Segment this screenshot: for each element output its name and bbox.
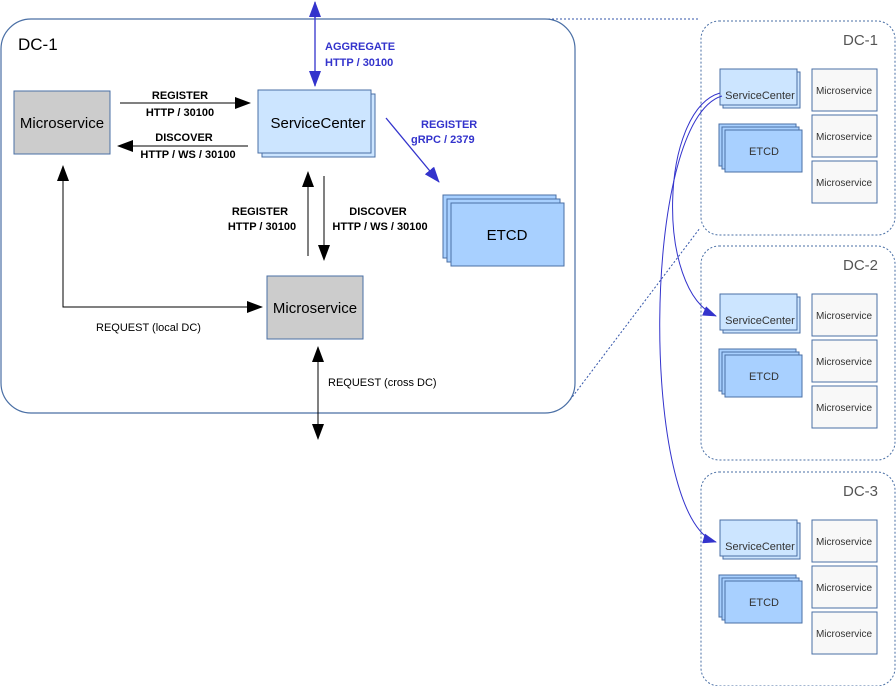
side-microservice: Microservice xyxy=(811,565,878,609)
discover-b-label: DISCOVER xyxy=(349,206,407,218)
register-etcd-label: REGISTER xyxy=(421,119,477,131)
microservice-left: Microservice xyxy=(13,90,111,155)
side-dc-panel: DC-3ServiceCenterETCDMicroserviceMicrose… xyxy=(700,471,896,686)
side-service-center: ServiceCenter xyxy=(719,68,801,109)
service-center: ServiceCenter xyxy=(257,89,376,158)
side-etcd-label: ETCD xyxy=(749,371,779,383)
microservice-bottom: Microservice xyxy=(266,275,364,340)
side-microservice: Microservice xyxy=(811,68,878,112)
register-a-label: REGISTER xyxy=(152,90,208,102)
side-service-center-label: ServiceCenter xyxy=(725,315,795,327)
side-microservice-label: Microservice xyxy=(816,132,873,143)
side-service-center: ServiceCenter xyxy=(719,519,801,560)
side-etcd: ETCD xyxy=(718,574,803,624)
aggregate-label: AGGREGATE xyxy=(325,41,395,53)
dc1-container: DC-1 xyxy=(0,18,576,414)
side-microservice: Microservice xyxy=(811,385,878,429)
discover-a-label: DISCOVER xyxy=(155,132,213,144)
cross-dc-arrow-3 xyxy=(659,95,723,544)
side-dc-panel: DC-2ServiceCenterETCDMicroserviceMicrose… xyxy=(700,245,896,461)
side-microservice: Microservice xyxy=(811,160,878,204)
register-b-label: REGISTER xyxy=(232,206,288,218)
side-service-center-label: ServiceCenter xyxy=(725,90,795,102)
side-etcd: ETCD xyxy=(718,123,803,173)
zoom-connector-bottom xyxy=(569,227,701,401)
side-microservice-label: Microservice xyxy=(816,537,873,548)
side-etcd: ETCD xyxy=(718,348,803,398)
aggregate-proto: HTTP / 30100 xyxy=(325,57,393,69)
side-microservice: Microservice xyxy=(811,339,878,383)
side-dc-panels: DC-1ServiceCenterETCDMicroserviceMicrose… xyxy=(700,20,896,686)
side-service-center: ServiceCenter xyxy=(719,293,801,334)
service-center-label: ServiceCenter xyxy=(270,115,365,132)
discover-b-proto: HTTP / WS / 30100 xyxy=(332,221,427,233)
etcd: ETCD xyxy=(442,194,565,267)
register-a-proto: HTTP / 30100 xyxy=(146,107,214,119)
side-dc-panel: DC-1ServiceCenterETCDMicroserviceMicrose… xyxy=(700,20,896,236)
side-microservice: Microservice xyxy=(811,611,878,655)
register-b-proto: HTTP / 30100 xyxy=(228,221,296,233)
side-microservice-label: Microservice xyxy=(816,86,873,97)
side-microservice: Microservice xyxy=(811,519,878,563)
side-microservice: Microservice xyxy=(811,293,878,337)
side-microservice-label: Microservice xyxy=(816,311,873,322)
request-local-label: REQUEST (local DC) xyxy=(96,322,201,334)
side-microservice-label: Microservice xyxy=(816,178,873,189)
register-etcd-proto: gRPC / 2379 xyxy=(411,134,475,146)
request-cross-label: REQUEST (cross DC) xyxy=(328,377,437,389)
etcd-label: ETCD xyxy=(487,227,528,244)
side-microservice-label: Microservice xyxy=(816,629,873,640)
side-etcd-label: ETCD xyxy=(749,597,779,609)
register-etcd-arrow xyxy=(385,117,440,183)
side-microservice: Microservice xyxy=(811,114,878,158)
microservice-left-label: Microservice xyxy=(20,115,104,132)
side-microservice-label: Microservice xyxy=(816,583,873,594)
side-dc-title: DC-2 xyxy=(843,257,878,274)
side-service-center-label: ServiceCenter xyxy=(725,541,795,553)
request-local-path xyxy=(57,165,260,308)
dc1-title: DC-1 xyxy=(18,35,58,54)
discover-a-proto: HTTP / WS / 30100 xyxy=(140,149,235,161)
side-dc-title: DC-3 xyxy=(843,483,878,500)
side-microservice-label: Microservice xyxy=(816,357,873,368)
side-microservice-label: Microservice xyxy=(816,403,873,414)
cross-dc-arrow-2 xyxy=(672,92,721,317)
side-dc-title: DC-1 xyxy=(843,32,878,49)
microservice-bottom-label: Microservice xyxy=(273,300,357,317)
side-etcd-label: ETCD xyxy=(749,146,779,158)
